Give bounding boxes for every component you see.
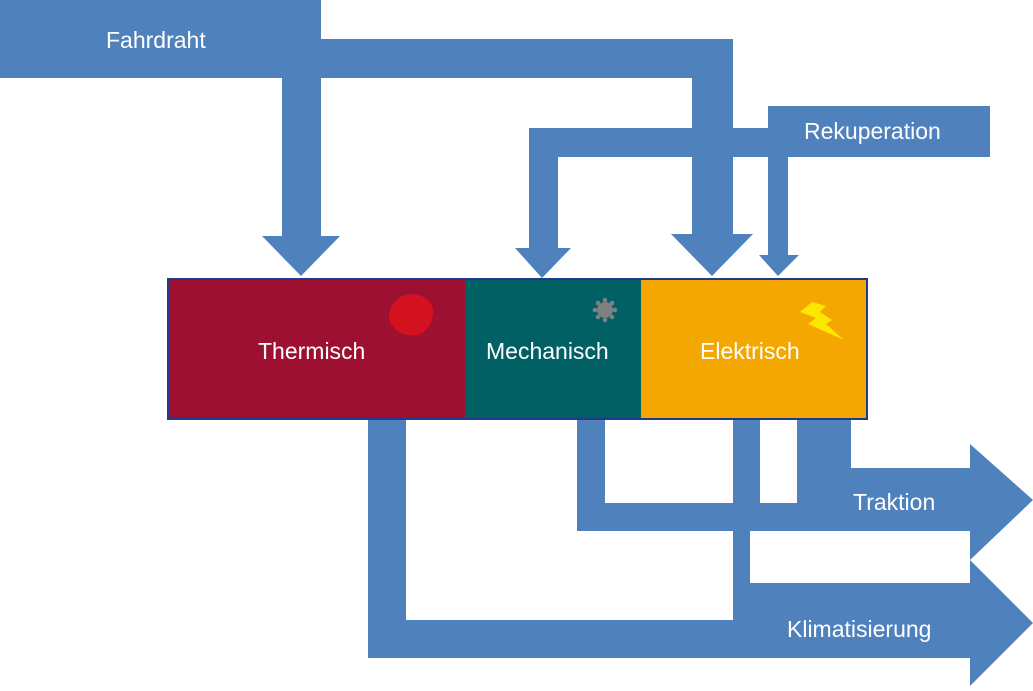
lightning-icon <box>800 302 844 340</box>
flow-thermal-to-climate <box>368 420 406 620</box>
flow-fahrdraht <box>0 0 733 78</box>
fire-icon <box>388 294 434 336</box>
flow-klimatisierung <box>368 560 1033 686</box>
flow-rekuperation-to-electrical <box>759 157 799 276</box>
block-border <box>167 278 868 420</box>
label-rekuperation: Rekuperation <box>804 118 941 144</box>
flow-electrical-to-traction-b <box>797 420 1033 560</box>
flow-rekuperation-to-mechanical <box>515 128 692 278</box>
gear-icon <box>592 297 618 323</box>
flow-fahrdraht-to-thermal <box>262 78 340 276</box>
flow-mechanical-to-traction <box>577 420 733 531</box>
flow-electrical-to-traction-a <box>750 420 797 531</box>
label-klimatisierung: Klimatisierung <box>787 616 932 642</box>
flow-fahrdraht-to-electrical <box>671 78 753 276</box>
flow-electrical-to-climate <box>733 420 750 583</box>
block-electrical <box>641 279 867 419</box>
label-mechanical: Mechanisch <box>486 338 609 364</box>
label-thermal: Thermisch <box>258 338 366 364</box>
label-traktion: Traktion <box>853 489 936 515</box>
label-fahrdraht: Fahrdraht <box>106 27 206 53</box>
flow-rekuperation-bridge <box>733 128 768 157</box>
label-electrical: Elektrisch <box>700 338 800 364</box>
flow-rekuperation <box>768 106 990 157</box>
